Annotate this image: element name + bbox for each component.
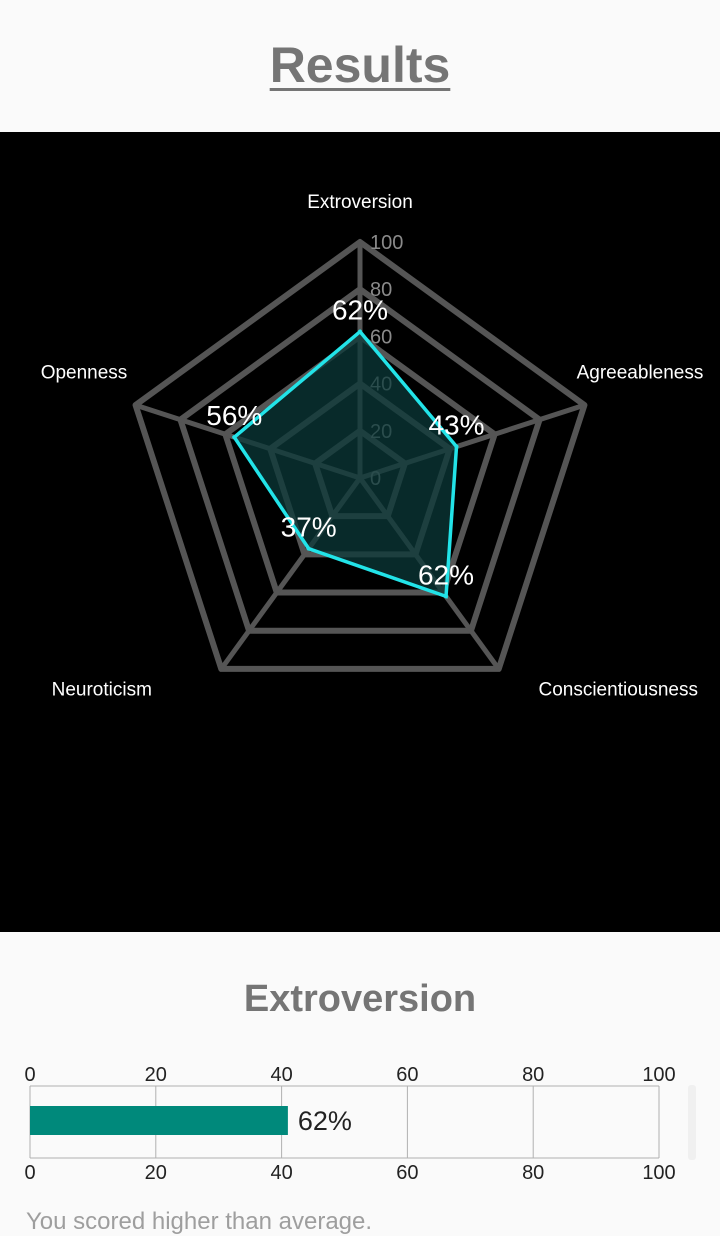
bar-bottom-tick-label: 80 xyxy=(522,1162,544,1184)
radar-axis-label: Neuroticism xyxy=(52,679,152,700)
bar-bottom-tick-label: 0 xyxy=(24,1162,35,1184)
radar-data-point xyxy=(444,594,449,599)
radar-value-label: 37% xyxy=(281,512,337,543)
bar-bottom-tick-label: 100 xyxy=(642,1162,675,1184)
radar-data-point xyxy=(232,435,237,440)
page-title: Results xyxy=(269,37,451,93)
bar-value-label: 62% xyxy=(298,1106,352,1136)
radar-grid-ring xyxy=(177,286,543,634)
radar-axis-label: Openness xyxy=(41,363,128,384)
radar-grid-ring xyxy=(222,333,498,596)
radar-value-label: 62% xyxy=(332,295,388,326)
bar-top-tick-label: 40 xyxy=(270,1064,292,1086)
bar-bottom-tick-label: 20 xyxy=(145,1162,167,1184)
radar-value-label: 43% xyxy=(428,410,484,441)
bar-top-tick-label: 20 xyxy=(145,1064,167,1086)
radar-tick-label: 60 xyxy=(370,326,392,348)
radar-axis-label: Agreeableness xyxy=(577,363,704,384)
score-bar-chart: 0 0 20 20 40 40 60 60 80 80 100 100 62% xyxy=(24,1064,675,1184)
radar-tick-label: 100 xyxy=(370,232,403,254)
bar-top-tick-label: 0 xyxy=(24,1064,35,1086)
bar-top-tick-label: 80 xyxy=(522,1064,544,1086)
radar-grid-ring xyxy=(132,239,588,672)
radar-data-point xyxy=(306,546,311,551)
results-header: Results xyxy=(0,0,720,132)
bar-top-tick-label: 100 xyxy=(642,1064,675,1086)
bar-extroversion xyxy=(30,1106,288,1135)
trait-title: Extroversion xyxy=(243,978,477,1020)
radar-axis-label: Extroversion xyxy=(307,192,413,213)
radar-value-label: 62% xyxy=(418,559,474,590)
radar-value-label: 56% xyxy=(206,400,262,431)
radar-data-point xyxy=(454,444,459,449)
bar-top-tick-label: 60 xyxy=(396,1064,418,1086)
radar-chart-panel: 02040608010062%43%62%37%56%ExtroversionA… xyxy=(0,132,720,932)
radar-axis-label: Conscientiousness xyxy=(538,679,697,700)
scrollbar[interactable] xyxy=(688,1085,696,1160)
score-description: You scored higher than average. xyxy=(26,1208,373,1235)
radar-chart: 02040608010062%43%62%37%56%ExtroversionA… xyxy=(41,192,704,700)
radar-data-series xyxy=(231,329,459,599)
radar-data-point xyxy=(358,329,362,334)
radar-tick-label: 80 xyxy=(370,279,392,301)
bar-bottom-tick-label: 60 xyxy=(396,1162,418,1184)
bar-bottom-tick-label: 40 xyxy=(270,1162,292,1184)
